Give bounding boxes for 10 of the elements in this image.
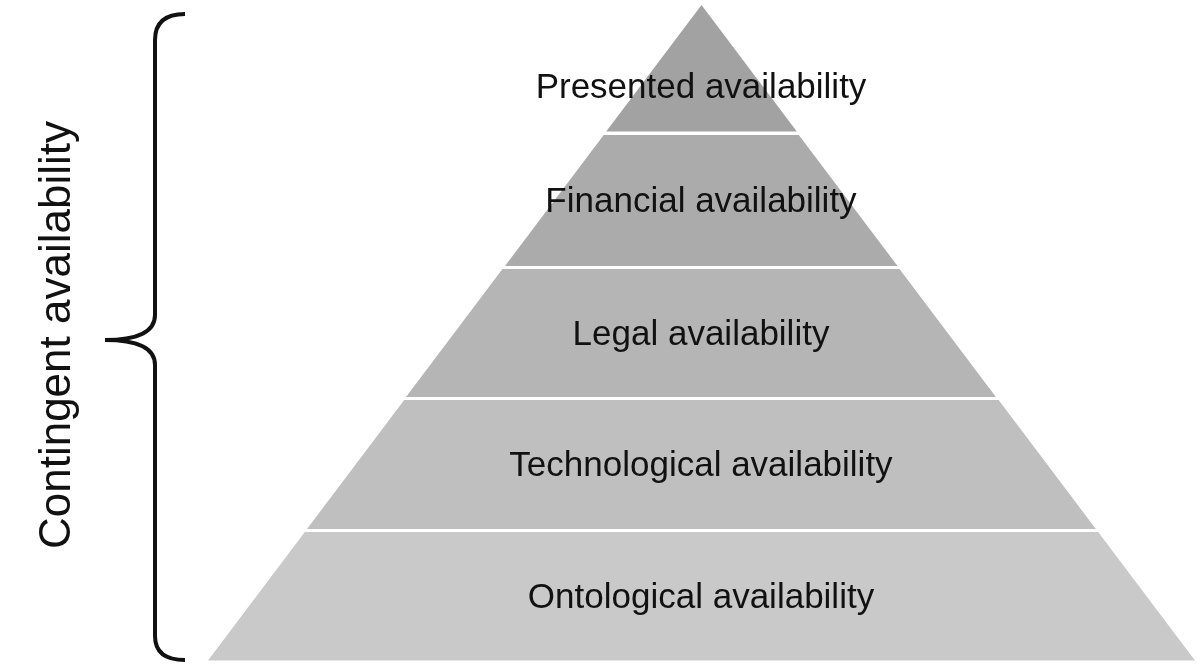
bracket-label: Contingent availability xyxy=(31,121,80,550)
pyramid-tier xyxy=(406,268,996,397)
tier-label: Presented availability xyxy=(535,65,867,107)
pyramid-tier xyxy=(306,399,1096,529)
tier-label: Legal availability xyxy=(572,312,830,353)
tier-label: Financial availability xyxy=(545,179,857,221)
tier-label: Ontological availability xyxy=(527,575,875,616)
pyramid-tier xyxy=(504,134,898,266)
tier-label: Technological availability xyxy=(509,443,893,485)
pyramid-tier xyxy=(207,531,1195,660)
